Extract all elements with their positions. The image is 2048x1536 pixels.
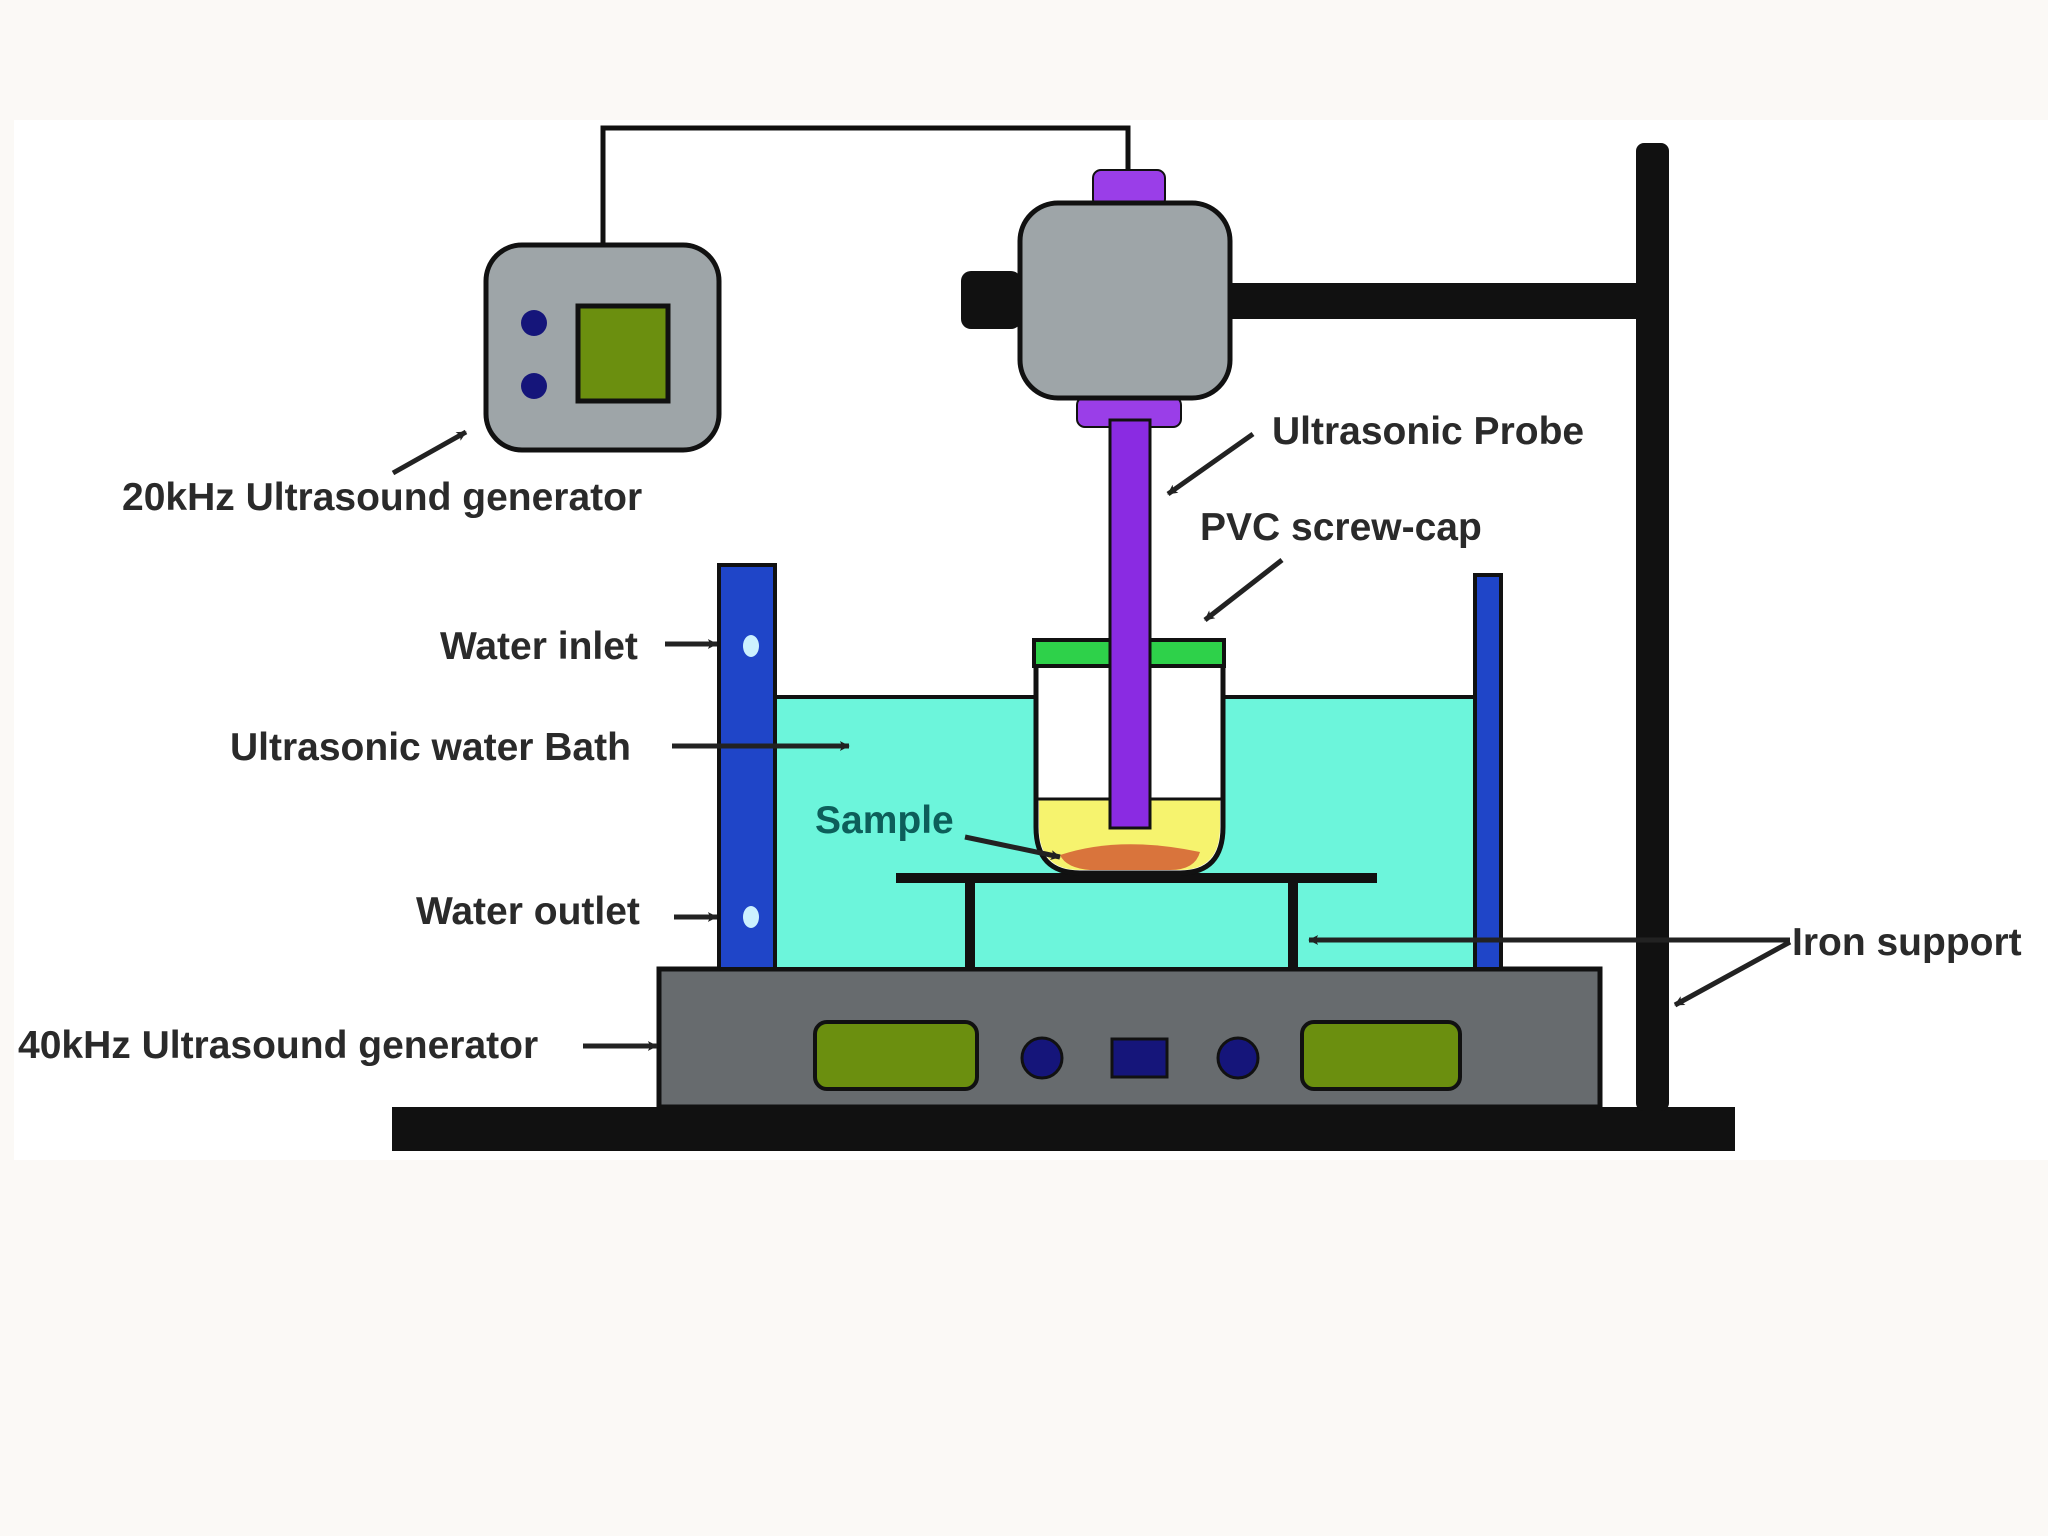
display-right	[1300, 1020, 1462, 1091]
generator-20khz	[483, 242, 722, 453]
label-40khz-generator: 40kHz Ultrasound generator	[18, 1024, 538, 1067]
iron-arm	[1230, 283, 1640, 319]
label-iron-support: Iron support	[1792, 921, 2022, 964]
label-water-inlet: Water inlet	[440, 625, 638, 668]
label-pvc-screw-cap: PVC screw-cap	[1200, 506, 1482, 549]
probe-knob	[961, 271, 1021, 329]
label-sample: Sample	[815, 799, 954, 842]
arrow-sample	[964, 834, 1061, 861]
water-inlet-port	[743, 635, 759, 657]
generator-40khz	[656, 966, 1603, 1110]
arrow-20khz	[391, 429, 468, 476]
generator-screen	[575, 303, 671, 404]
switch	[1110, 1037, 1169, 1079]
knob-left	[1020, 1036, 1064, 1080]
connection-cable	[600, 125, 1131, 245]
arrow-probe	[1166, 431, 1255, 497]
bath-wall-left	[717, 563, 777, 971]
probe-housing	[1017, 200, 1233, 401]
knob	[521, 373, 547, 399]
sample-platform	[896, 873, 1377, 969]
water-outlet-port	[743, 906, 759, 928]
iron-base-plate	[392, 1107, 1735, 1151]
probe-rod	[1108, 418, 1152, 830]
label-20khz-generator: 20kHz Ultrasound generator	[122, 476, 642, 519]
label-ultrasonic-probe: Ultrasonic Probe	[1272, 410, 1584, 453]
arrows	[391, 429, 1792, 1051]
bath-wall-right	[1473, 573, 1503, 971]
arrow-pvc	[1203, 558, 1284, 622]
knob-right	[1216, 1036, 1260, 1080]
iron-stand	[392, 143, 1735, 1151]
label-ultrasonic-water-bath: Ultrasonic water Bath	[230, 726, 631, 769]
labels: 20kHz Ultrasound generator Ultrasonic Pr…	[18, 410, 2022, 1067]
knob	[521, 310, 547, 336]
display-left	[813, 1020, 979, 1091]
arrow-iron-support-b	[1673, 939, 1792, 1008]
iron-pole	[1636, 143, 1669, 1111]
label-water-outlet: Water outlet	[416, 890, 640, 933]
sample-solid	[1060, 844, 1200, 870]
ultrasonic-probe-assembly	[961, 169, 1233, 830]
